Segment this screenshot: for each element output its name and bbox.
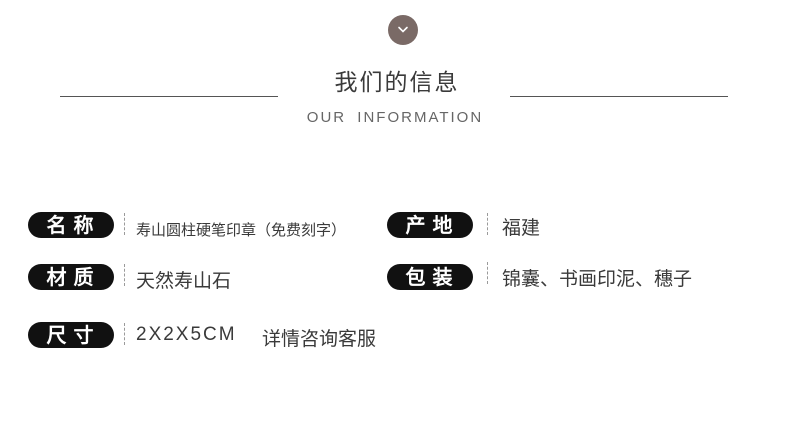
material-label-badge: 材质: [28, 264, 114, 290]
name-separator: [124, 213, 125, 235]
section-subtitle: OUR INFORMATION: [306, 109, 484, 126]
material-separator: [124, 264, 125, 286]
chevron-down-glyph: [398, 26, 408, 33]
chevron-down-icon[interactable]: [388, 15, 418, 45]
package-label-badge: 包装: [387, 264, 473, 290]
package-separator: [487, 262, 488, 284]
size-value: 2X2X5CM: [136, 324, 237, 345]
header-rule-left: [60, 96, 278, 97]
origin-separator: [487, 213, 488, 235]
section-title: 我们的信息: [334, 70, 460, 96]
origin-value: 福建: [502, 217, 541, 239]
name-value: 寿山圆柱硬笔印章（免费刻字）: [136, 221, 347, 239]
size-separator: [124, 323, 125, 345]
header-rule-right: [510, 96, 728, 97]
material-value: 天然寿山石: [136, 270, 232, 292]
size-label-badge: 尺寸: [28, 322, 114, 348]
origin-label-badge: 产地: [387, 212, 473, 238]
name-label-badge: 名称: [28, 212, 114, 238]
size-note: 详情咨询客服: [262, 328, 377, 350]
package-value: 锦囊、书画印泥、穗子: [502, 268, 693, 290]
